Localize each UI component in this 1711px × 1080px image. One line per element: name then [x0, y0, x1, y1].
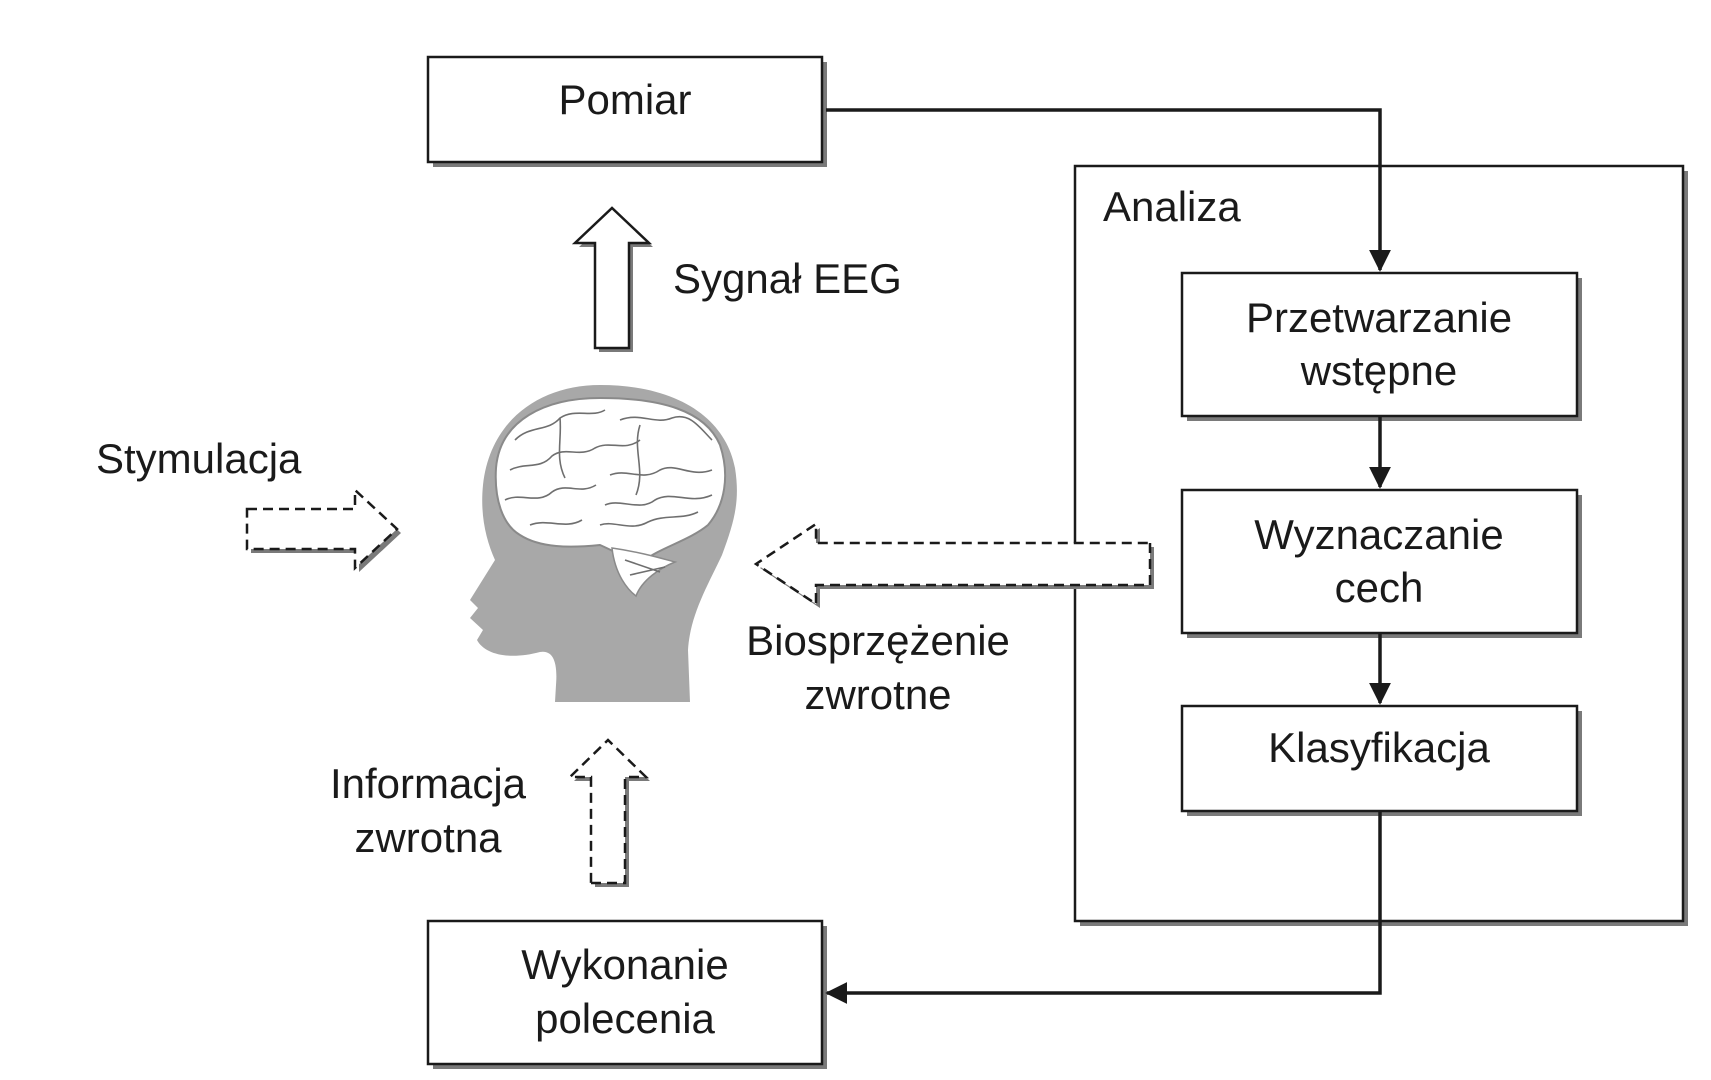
return-info-label-line1: Informacja [330, 760, 527, 807]
classification-label: Klasyfikacja [1268, 724, 1490, 771]
eeg-signal-arrow [571, 206, 653, 352]
classification-to-execution-arrow [825, 812, 1382, 1004]
biofeedback-label-line1: Biosprzężenie [746, 617, 1010, 664]
measurement-to-preprocessing-arrow [826, 108, 1391, 272]
classification-box: Klasyfikacja [1180, 704, 1582, 816]
eeg-signal-label: Sygnał EEG [673, 255, 902, 302]
stimulation-label: Stymulacja [96, 435, 302, 482]
biofeedback-label-line2: zwrotne [804, 671, 951, 718]
measurement-box: Pomiar [426, 55, 827, 167]
return-info-label-line2: zwrotna [354, 814, 502, 861]
human-head-with-brain-icon [470, 385, 737, 702]
feature-extraction-label-line1: Wyznaczanie [1254, 511, 1503, 558]
analysis-group-label: Analiza [1103, 183, 1241, 230]
measurement-label: Pomiar [558, 76, 691, 123]
stimulation-arrow [245, 487, 401, 572]
command-execution-label-line1: Wykonanie [521, 941, 728, 988]
biofeedback-arrow [753, 521, 1154, 608]
command-execution-label-line2: polecenia [535, 995, 715, 1042]
feature-extraction-label-line2: cech [1335, 564, 1424, 611]
preprocessing-box: Przetwarzanie wstępne [1180, 271, 1582, 421]
feature-extraction-box: Wyznaczanie cech [1180, 488, 1582, 638]
command-execution-box: Wykonanie polecenia [426, 919, 827, 1069]
preprocessing-label-line1: Przetwarzanie [1246, 294, 1512, 341]
return-info-arrow [566, 738, 650, 887]
preprocessing-label-line2: wstępne [1300, 347, 1457, 394]
